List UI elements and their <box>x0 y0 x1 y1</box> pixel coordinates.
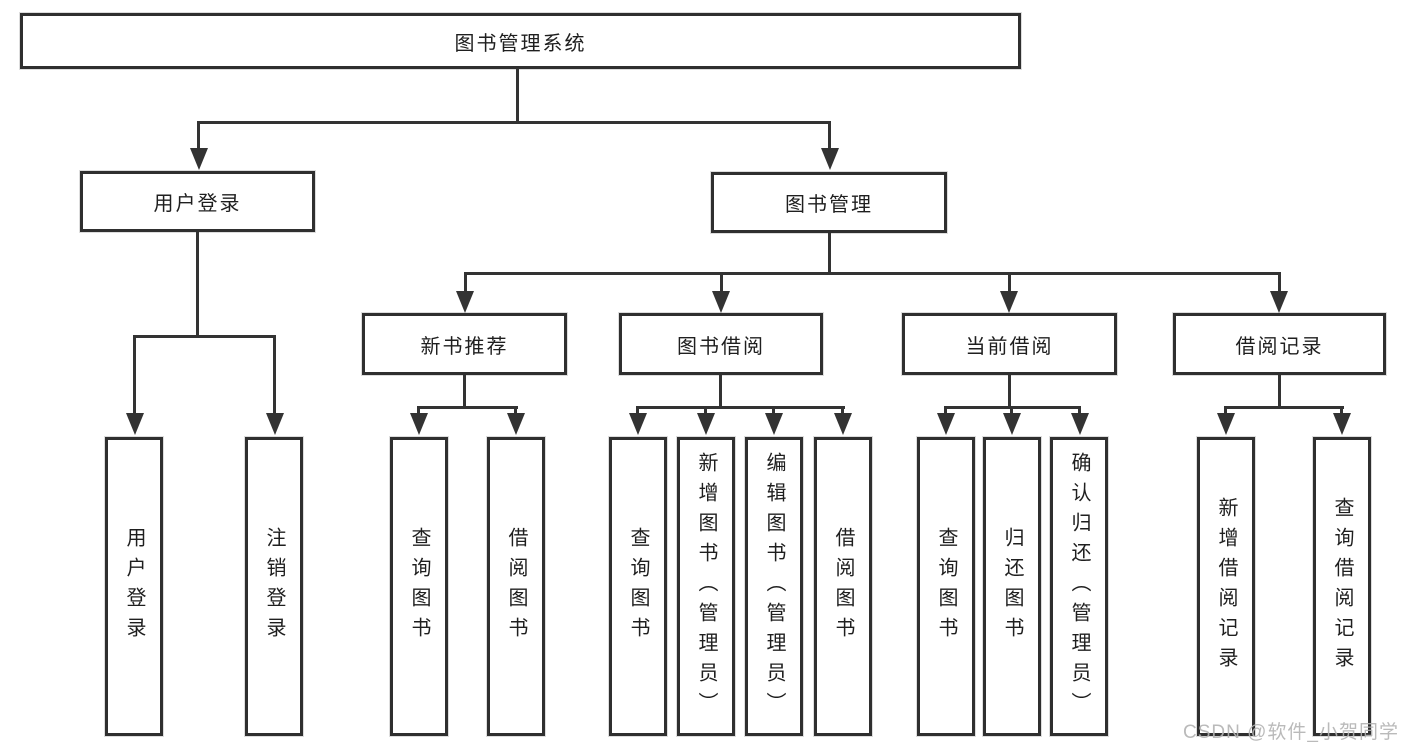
connector-stem <box>1224 406 1227 414</box>
leaf-return-books: 归还图书 <box>983 437 1041 736</box>
connector-userlogin-trunk <box>196 232 199 338</box>
connector-records-bar <box>1224 406 1344 409</box>
connector-stem <box>772 406 775 414</box>
connector-root-bar <box>197 121 831 124</box>
arrow-down-icon <box>190 148 208 170</box>
leaf-query-borrow-record: 查询借阅记录 <box>1313 437 1371 736</box>
connector-bookmgmt-trunk <box>828 233 831 274</box>
leaf-add-books-admin: 新增图书（管理员） <box>677 437 735 736</box>
connector-borrowing-bar <box>636 406 845 409</box>
leaf-edit-books-admin: 编辑图书（管理员） <box>745 437 803 736</box>
arrow-down-icon <box>1000 291 1018 313</box>
connector-root-trunk <box>516 68 519 124</box>
arrow-down-icon <box>697 413 715 435</box>
leaf-add-borrow-record: 新增借阅记录 <box>1197 437 1255 736</box>
arrow-down-icon <box>821 148 839 170</box>
arrow-down-icon <box>1270 291 1288 313</box>
connector-stem <box>704 406 707 414</box>
connector-stem <box>464 272 467 292</box>
connector-stem <box>841 406 844 414</box>
connector-stem <box>417 406 420 414</box>
arrow-down-icon <box>712 291 730 313</box>
arrow-down-icon <box>126 413 144 435</box>
leaf-borrow-books: 借阅图书 <box>814 437 872 736</box>
connector-stem <box>197 121 200 150</box>
arrow-down-icon <box>1333 413 1351 435</box>
connector-stem <box>1340 406 1343 414</box>
connector-borrowing-trunk <box>719 375 722 409</box>
connector-newbook-trunk <box>463 375 466 409</box>
node-current-borrowing: 当前借阅 <box>902 313 1117 375</box>
arrow-down-icon <box>266 413 284 435</box>
node-borrowing-records: 借阅记录 <box>1173 313 1386 375</box>
connector-stem <box>944 406 947 414</box>
arrow-down-icon <box>410 413 428 435</box>
node-user-login: 用户登录 <box>80 171 315 232</box>
leaf-borrow-books-recommend: 借阅图书 <box>487 437 545 736</box>
node-book-borrowing: 图书借阅 <box>619 313 823 375</box>
arrow-down-icon <box>456 291 474 313</box>
connector-stem <box>1078 406 1081 414</box>
connector-stem <box>636 406 639 414</box>
connector-stem <box>273 335 276 413</box>
arrow-down-icon <box>937 413 955 435</box>
connector-records-trunk <box>1278 375 1281 409</box>
arrow-down-icon <box>629 413 647 435</box>
connector-stem <box>828 121 831 150</box>
arrow-down-icon <box>765 413 783 435</box>
connector-stem <box>720 272 723 292</box>
connector-stem <box>1010 406 1013 414</box>
connector-newbook-bar <box>417 406 518 409</box>
node-book-management: 图书管理 <box>711 172 947 233</box>
connector-stem <box>1278 272 1281 292</box>
connector-stem <box>133 335 136 413</box>
connector-stem <box>1008 272 1011 292</box>
arrow-down-icon <box>1003 413 1021 435</box>
arrow-down-icon <box>1071 413 1089 435</box>
leaf-user-login: 用户登录 <box>105 437 163 736</box>
connector-stem <box>514 406 517 414</box>
arrow-down-icon <box>1217 413 1235 435</box>
leaf-query-books-borrowing: 查询图书 <box>609 437 667 736</box>
connector-userlogin-bar <box>133 335 276 338</box>
arrow-down-icon <box>834 413 852 435</box>
leaf-logout: 注销登录 <box>245 437 303 736</box>
arrow-down-icon <box>507 413 525 435</box>
node-new-book-recommend: 新书推荐 <box>362 313 567 375</box>
leaf-query-books-current: 查询图书 <box>917 437 975 736</box>
connector-current-trunk <box>1008 375 1011 409</box>
connector-bookmgmt-bar <box>464 272 1281 275</box>
leaf-query-books-recommend: 查询图书 <box>390 437 448 736</box>
node-library-management-system: 图书管理系统 <box>20 13 1021 69</box>
leaf-confirm-return-admin: 确认归还（管理员） <box>1050 437 1108 736</box>
csdn-watermark: CSDN @软件_小贺同学 <box>1183 722 1399 743</box>
